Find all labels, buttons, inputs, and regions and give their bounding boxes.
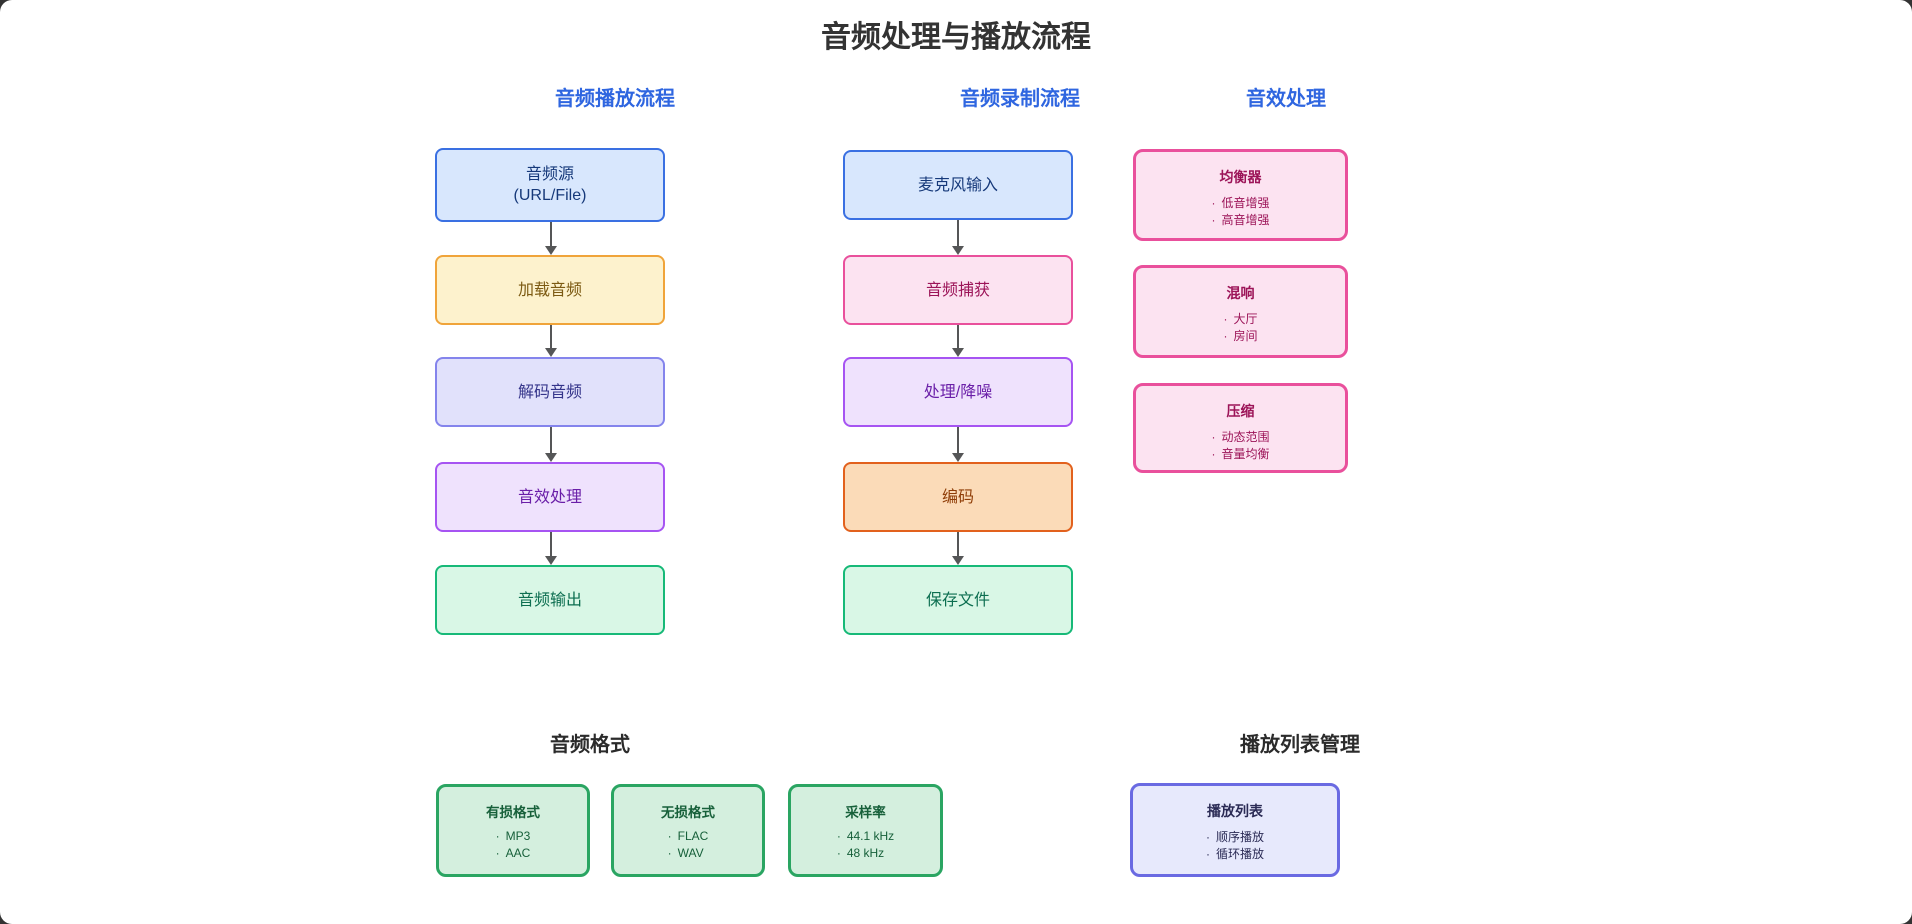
card-item: 循环播放 [1206,846,1264,863]
flow-step-audio-output: 音频输出 [435,565,665,635]
playlist-card: 播放列表 顺序播放 循环播放 [1130,783,1340,877]
format-card-lossless: 无损格式 FLAC WAV [611,784,765,877]
section-playlist-title: 播放列表管理 [1240,734,1360,756]
step-label: 音效处理 [517,488,582,506]
card-item: 48 kHz [837,845,894,862]
section-effects-title: 音效处理 [1246,88,1326,110]
effect-card-reverb: 混响 大厅 房间 [1133,265,1348,358]
step-label: 编码 [941,488,974,506]
section-recording-title: 音频录制流程 [960,88,1080,110]
flow-arrow [545,325,557,357]
effect-card-equalizer: 均衡器 低音增强 高音增强 [1133,149,1348,241]
card-item: 顺序播放 [1206,829,1264,846]
card-item: MP3 [496,828,531,845]
card-title: 采样率 [845,805,886,820]
flow-arrow [545,222,557,255]
flow-arrow [952,220,964,255]
flow-step-save-file: 保存文件 [843,565,1073,635]
step-label: 保存文件 [925,591,990,609]
section-playback-title: 音频播放流程 [555,88,675,110]
effect-card-compress: 压缩 动态范围 音量均衡 [1133,383,1348,473]
flow-arrow [545,532,557,565]
step-label: 解码音频 [517,383,582,401]
card-item: 音量均衡 [1211,446,1269,463]
flow-step-effects-processing: 音效处理 [435,462,665,532]
step-label: 处理/降噪 [923,383,993,401]
flow-step-load-audio: 加载音频 [435,255,665,325]
card-item: 大厅 [1223,311,1257,328]
step-label: 音频输出 [517,591,582,609]
card-title: 均衡器 [1219,169,1262,185]
flow-arrow [952,325,964,357]
flow-step-denoise: 处理/降噪 [843,357,1073,427]
card-item: 44.1 kHz [837,828,894,845]
step-label: 音频源 [525,166,574,183]
page-title: 音频处理与播放流程 [821,21,1091,54]
flow-arrow [545,427,557,462]
step-label: 音频捕获 [925,281,990,299]
card-title: 有损格式 [486,805,540,820]
card-item: 高音增强 [1211,212,1269,229]
card-title: 无损格式 [661,805,715,820]
flow-step-encode: 编码 [843,462,1073,532]
card-title: 压缩 [1226,403,1255,419]
card-title: 播放列表 [1207,803,1263,819]
step-sublabel: (URL/File) [513,187,587,204]
flow-step-audio-capture: 音频捕获 [843,255,1073,325]
flow-step-decode-audio: 解码音频 [435,357,665,427]
flow-arrow [952,532,964,565]
format-card-samplerate: 采样率 44.1 kHz 48 kHz [788,784,943,877]
flow-arrow [952,427,964,462]
step-label: 麦克风输入 [917,176,998,194]
card-item: 低音增强 [1211,195,1269,212]
step-label: 加载音频 [517,281,582,299]
flow-step-audio-source: 音频源 (URL/File) [435,148,665,222]
card-item: AAC [496,845,531,862]
card-item: FLAC [668,828,709,845]
card-item: 房间 [1223,328,1257,345]
flow-step-mic-input: 麦克风输入 [843,150,1073,220]
format-card-lossy: 有损格式 MP3 AAC [436,784,590,877]
card-item: WAV [668,845,709,862]
section-formats-title: 音频格式 [550,734,630,756]
card-item: 动态范围 [1211,429,1269,446]
card-title: 混响 [1226,285,1255,301]
